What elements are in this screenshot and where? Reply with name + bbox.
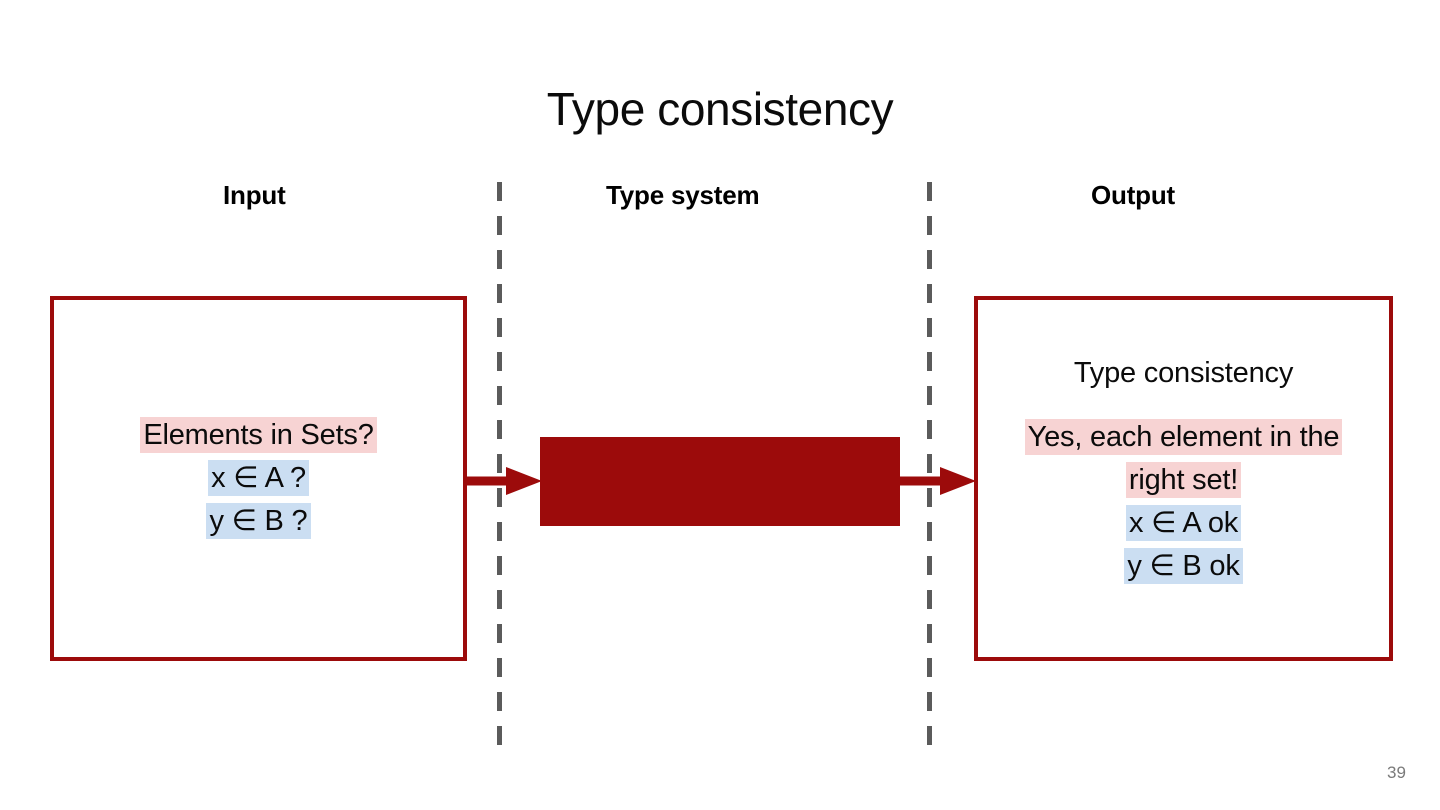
input-to-type-system-arrow [464,466,542,496]
input-line-3-text: y ∈ B ? [206,503,311,539]
page-title: Type consistency [546,83,894,135]
type-system-to-output-arrow [898,466,976,496]
input-line-3: y ∈ B ? [54,500,463,543]
type-system-process-block [540,437,900,526]
output-line-2-text: Yes, each element in the right set! [1024,419,1343,498]
column-header-output: Output [1091,180,1175,210]
output-panel-text: Type consistency Yes, each element in th… [978,352,1389,588]
input-line-1-text: Elements in Sets? [140,417,377,453]
output-spacer [978,395,1389,416]
divider-input-system [497,182,502,745]
input-line-1: Elements in Sets? [54,414,463,457]
output-panel: Type consistency Yes, each element in th… [974,296,1393,661]
divider-system-output [927,182,932,745]
output-line-3-text: x ∈ A ok [1125,505,1242,541]
output-line-4: y ∈ B ok [978,545,1389,588]
input-panel: Elements in Sets? x ∈ A ? y ∈ B ? [50,296,467,661]
column-header-input: Input [223,180,286,210]
input-line-2: x ∈ A ? [54,457,463,500]
page-number: 39 [1387,763,1406,782]
output-line-2: Yes, each element in the right set! [978,416,1389,502]
input-panel-text: Elements in Sets? x ∈ A ? y ∈ B ? [54,414,463,543]
output-line-1-text: Type consistency [1073,357,1294,389]
column-header-type-system: Type system [606,180,760,210]
input-line-2-text: x ∈ A ? [208,460,309,496]
output-line-1: Type consistency [978,352,1389,395]
output-line-3: x ∈ A ok [978,502,1389,545]
output-line-4-text: y ∈ B ok [1124,548,1243,584]
